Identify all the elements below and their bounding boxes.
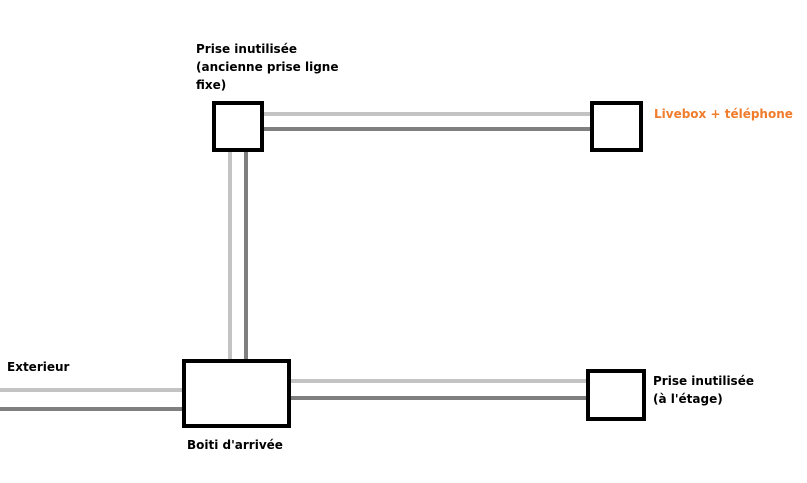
label-livebox: Livebox + téléphone [654,107,793,121]
label-floor-socket: Prise inutilisée (à l'étage) [653,372,754,408]
label-top-socket-line2: (ancienne prise ligne [196,60,339,74]
label-top-socket: Prise inutilisée (ancienne prise ligne f… [196,40,338,94]
label-exterieur: Exterieur [7,360,70,374]
label-floor-socket-line1: Prise inutilisée [653,374,754,388]
box-floor-socket [586,369,646,421]
label-top-socket-line3: fixe) [196,78,227,92]
label-arrival-box: Boiti d'arrivée [187,438,283,452]
label-floor-socket-line2: (à l'étage) [653,392,723,406]
label-top-socket-line1: Prise inutilisée [196,42,297,56]
box-top-socket [212,101,264,152]
box-livebox [590,101,643,152]
box-arrival [182,359,291,428]
